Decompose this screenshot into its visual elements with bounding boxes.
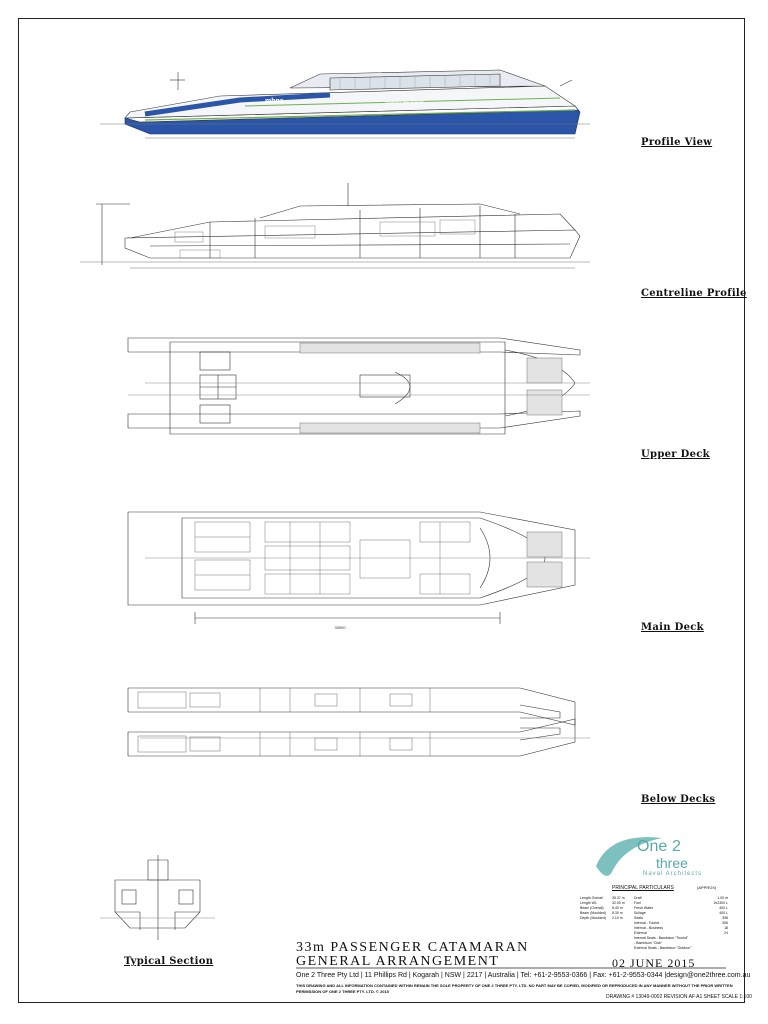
hull-brand: mbna xyxy=(265,98,284,105)
label-main-deck: Main Deck xyxy=(641,622,704,633)
label-upper-deck: Upper Deck xyxy=(641,449,710,460)
copyright-disclaimer: THIS DRAWING AND ALL INFORMATION CONTAIN… xyxy=(296,983,733,994)
hull-slogan: making life easier xyxy=(385,100,424,106)
logo-two: 2 xyxy=(672,838,681,855)
drawing-date: 02 JUNE 2015 xyxy=(612,956,696,970)
label-profile-view: Profile View xyxy=(641,137,713,148)
drawing-title-line2: GENERAL ARRANGEMENT xyxy=(296,954,500,969)
main-deck-plan xyxy=(127,511,590,624)
particulars-rev: (APPROX) xyxy=(697,885,717,890)
particulars-title: PRINCIPAL PARTICULARS xyxy=(612,885,674,891)
label-below-decks: Below Decks xyxy=(641,794,716,805)
company-logo-swoosh-icon xyxy=(596,837,662,876)
centreline-profile-ship xyxy=(80,183,590,269)
label-centreline-profile: Centreline Profile xyxy=(641,288,747,299)
company-address: One 2 Three Pty Ltd | 11 Phillips Rd | K… xyxy=(296,972,751,979)
typical-section-drawing xyxy=(100,855,215,940)
label-typical-section: Typical Section xyxy=(124,956,214,967)
below-decks-plan xyxy=(127,687,590,757)
drawing-number: DRAWING # 13049-0002 REVISION AF A1 SHEE… xyxy=(606,994,752,1000)
logo-three: three xyxy=(656,855,688,871)
drawing-border xyxy=(18,18,745,1003)
main-deck-dimension: 33900 xyxy=(334,625,346,630)
logo-subtitle: Naval Architects xyxy=(643,871,703,877)
profile-view-ship xyxy=(100,69,590,139)
drawing-title-line1: 33m PASSENGER CATAMARAN xyxy=(296,940,529,955)
logo-one: One xyxy=(637,838,668,855)
upper-deck-plan xyxy=(127,337,590,435)
